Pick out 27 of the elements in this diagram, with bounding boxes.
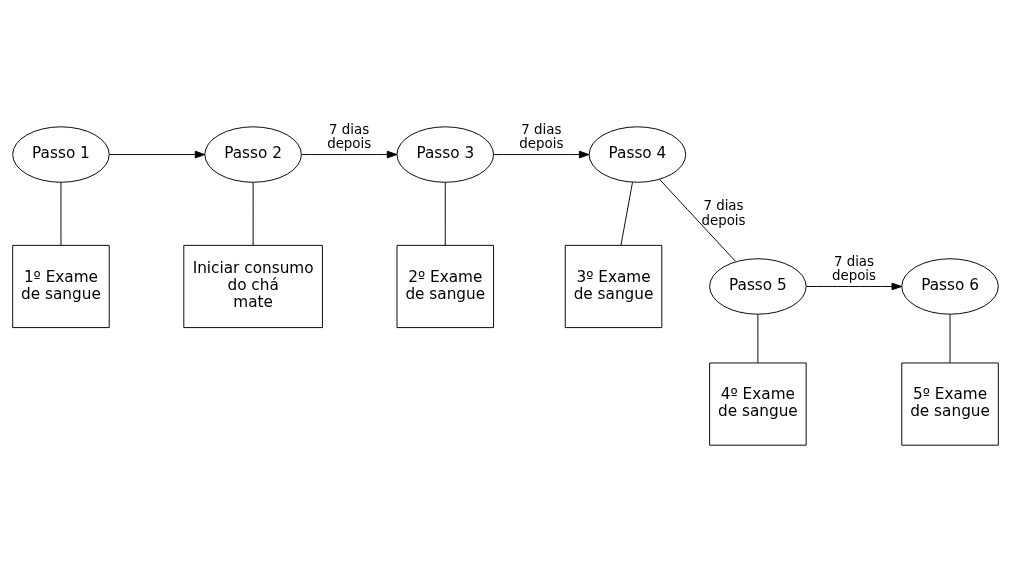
node-box: 2º Exame de sangue — [396, 244, 495, 328]
node-ellipse: Passo 4 — [588, 125, 687, 183]
node-ellipse: Passo 1 — [12, 125, 110, 183]
connector — [949, 313, 951, 363]
arrow — [108, 150, 206, 158]
connector — [620, 181, 633, 246]
connector — [444, 181, 446, 246]
edge-label: 7 dias depois — [519, 121, 564, 151]
node-box: Iniciar consumo do chá mate — [183, 244, 323, 328]
connector — [252, 181, 254, 246]
arrow — [805, 282, 903, 290]
node-ellipse: Passo 5 — [709, 257, 807, 315]
arrow — [493, 150, 590, 158]
edge-label: 7 dias depois — [327, 121, 372, 151]
connector — [60, 181, 62, 246]
edge-label: 7 dias depois — [831, 253, 877, 283]
connector — [659, 178, 736, 262]
node-box: 5º Exame de sangue — [901, 361, 999, 446]
edge-label: 7 dias depois — [701, 197, 746, 228]
node-ellipse: Passo 2 — [204, 125, 302, 183]
connector — [757, 313, 759, 363]
node-box: 1º Exame de sangue — [12, 244, 110, 328]
node-ellipse: Passo 3 — [396, 125, 495, 183]
arrow — [301, 150, 398, 158]
node-box: 4º Exame de sangue — [709, 361, 807, 446]
node-box: 3º Exame de sangue — [564, 244, 663, 328]
node-ellipse: Passo 6 — [901, 257, 999, 315]
